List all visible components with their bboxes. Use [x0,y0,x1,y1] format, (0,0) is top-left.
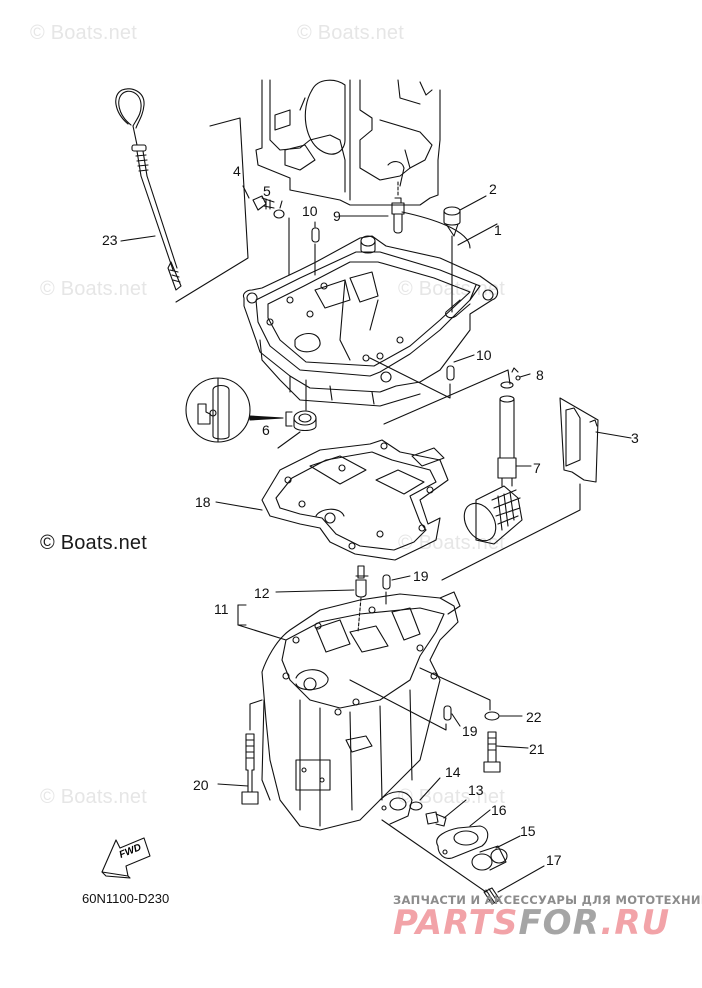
watermark: © Boats.net [398,278,505,300]
leader-line [279,200,283,209]
bolt-part-20 [217,699,263,805]
leader-line [453,354,475,363]
callout-2[interactable]: 2 [489,181,497,197]
callout-17[interactable]: 17 [546,852,562,868]
dowel-part-10 [446,365,455,381]
callout-19[interactable]: 19 [413,568,429,584]
washer-part-22 [484,711,500,721]
callout-19[interactable]: 19 [462,723,478,739]
callout-4[interactable]: 4 [233,163,241,179]
leader-line [419,777,441,801]
promo-logo-part1: PARTS [393,903,519,943]
callout-7[interactable]: 7 [533,460,541,476]
oil-pan-part-1 [242,211,499,407]
callout-9[interactable]: 9 [333,208,341,224]
bolt-part-13 [425,799,467,827]
dowel-part-19 [382,574,391,590]
callout-3[interactable]: 3 [631,430,639,446]
callout-22[interactable]: 22 [526,709,542,725]
dowel-part-19 [443,705,452,721]
watermark: © Boats.net [398,786,505,808]
promo-logo[interactable]: PARTSFOR.RU [393,906,670,940]
upper-casing-part-11 [261,591,461,831]
dipstick-part-23 [115,88,182,291]
callout-23[interactable]: 23 [102,232,118,248]
callout-20[interactable]: 20 [193,777,209,793]
callout-11[interactable]: 11 [214,601,229,617]
callout-18[interactable]: 18 [195,494,211,510]
drain-plug-part-15 [471,835,521,871]
leader-line [349,679,447,731]
leader-line [275,589,355,593]
leader-line [441,483,581,581]
callout-13[interactable]: 13 [468,782,484,798]
leader-line [381,819,487,893]
callout-15[interactable]: 15 [520,823,536,839]
callout-12[interactable]: 12 [254,585,270,601]
leader-line [457,223,498,246]
leader-line [215,501,263,511]
bolt-part-21 [483,731,529,773]
callout-16[interactable]: 16 [491,802,507,818]
callout-14[interactable]: 14 [445,764,461,780]
diagram-code: 60N1100-D230 [82,891,170,906]
bolt-part-4 [242,185,275,211]
callout-6[interactable]: 6 [262,422,270,438]
watermark: © Boats.net [40,278,147,300]
clip-part-8 [500,367,531,389]
baffle-part-3 [559,397,632,483]
watermark: © Boats.net [398,532,505,554]
callout-5[interactable]: 5 [263,183,271,199]
callout-8[interactable]: 8 [536,367,544,383]
watermark: © Boats.net [40,532,147,554]
leader-line [391,575,411,581]
callout-1[interactable]: 1 [494,222,502,238]
callout-10[interactable]: 10 [476,347,492,363]
fitting-part-12 [355,565,369,633]
gasket-part-16 [436,809,491,859]
leader-line [451,713,461,727]
forward-arrow-icon [101,837,151,879]
dowel-part-10 [311,227,320,243]
watermark: © Boats.net [40,786,147,808]
engine-block-outline [255,79,441,206]
gasket-part-18 [261,439,449,561]
screw-part-17 [483,865,545,905]
plug-part-2 [443,195,487,237]
watermark: © Boats.net [297,22,404,44]
leader-line [419,667,491,711]
promo-logo-part3: .RU [600,903,671,943]
fitting-part-9 [391,181,405,234]
promo-tagline: ЗАПЧАСТИ И АКСЕССУАРЫ ДЛЯ МОТОТЕХНИКИ [393,893,702,907]
leader-line [175,117,249,303]
oil-strainer-part-7 [463,395,532,545]
leader-line [120,235,156,242]
promo-logo-part2: FOR [518,903,601,943]
leader-line [237,604,287,641]
callout-21[interactable]: 21 [529,741,545,757]
seal-detail-inset [185,377,284,443]
oil-seal-part-6 [277,379,317,449]
leader-line [383,369,511,425]
oring-part-14 [409,801,423,811]
leader-line [369,357,451,399]
callout-10[interactable]: 10 [302,203,318,219]
washer-part-5 [273,209,285,219]
watermark: © Boats.net [30,22,137,44]
